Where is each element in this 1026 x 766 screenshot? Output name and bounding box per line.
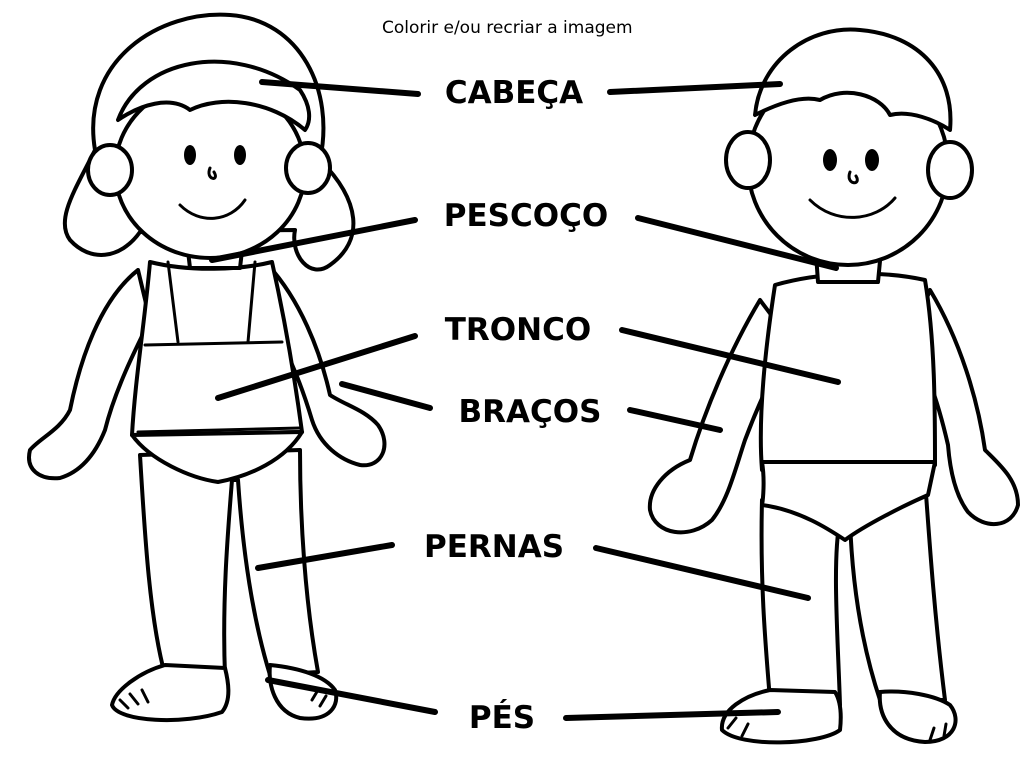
boy-hair	[753, 27, 953, 132]
boy-right-foot	[877, 689, 958, 744]
label-cabeca: CABEÇA	[445, 75, 583, 111]
leader-pernas-left	[255, 542, 395, 571]
girl-legs	[138, 448, 320, 677]
girl-figure	[27, 12, 387, 723]
leader-pescoco-left	[209, 217, 418, 263]
boy-left-foot	[719, 688, 843, 745]
label-pescoco: PESCOÇO	[444, 198, 608, 234]
boy-left-arm	[647, 298, 792, 535]
girl-briefs	[130, 430, 304, 484]
boy-left-ear	[724, 130, 772, 190]
girl-right-eye	[234, 145, 246, 165]
girl-nose	[207, 166, 217, 180]
leader-tronco-right	[619, 327, 841, 385]
leader-cabeca-left	[259, 79, 421, 97]
leader-pernas-right	[593, 545, 811, 601]
boy-right-ear	[926, 140, 974, 200]
leader-bracos-left	[339, 381, 433, 411]
leader-pes-left	[265, 677, 438, 715]
leader-lines	[209, 79, 841, 721]
leader-pescoco-right	[635, 215, 839, 271]
girl-left-eye	[184, 145, 196, 165]
label-pernas: PERNAS	[424, 529, 564, 565]
leader-pes-right	[563, 709, 781, 721]
girl-bangs	[116, 59, 312, 132]
boy-smile	[808, 196, 897, 219]
boy-nose	[847, 170, 859, 185]
girl-smile	[178, 198, 247, 220]
label-tronco: TRONCO	[445, 312, 591, 348]
girl-right-ear	[284, 141, 332, 195]
girl-right-arm	[266, 263, 387, 468]
girl-left-ear	[86, 143, 134, 197]
boy-figure	[647, 27, 1020, 745]
boy-right-eye	[865, 149, 879, 171]
boy-briefs	[760, 460, 937, 542]
boy-left-eye	[823, 149, 837, 171]
girl-left-foot	[110, 663, 231, 723]
label-bracos: BRAÇOS	[459, 394, 602, 430]
instruction-caption: Colorir e/ou recriar a imagem	[382, 18, 633, 38]
leader-bracos-right	[627, 407, 723, 433]
leader-cabeca-right	[607, 81, 783, 95]
labels: CABEÇA PESCOÇO TRONCO BRAÇOS PERNAS PÉS	[424, 75, 608, 736]
leader-tronco-left	[215, 333, 418, 401]
girl-left-arm	[27, 268, 152, 481]
girl-torso	[130, 260, 304, 437]
boy-right-arm	[908, 288, 1020, 527]
label-pes: PÉS	[469, 700, 535, 736]
